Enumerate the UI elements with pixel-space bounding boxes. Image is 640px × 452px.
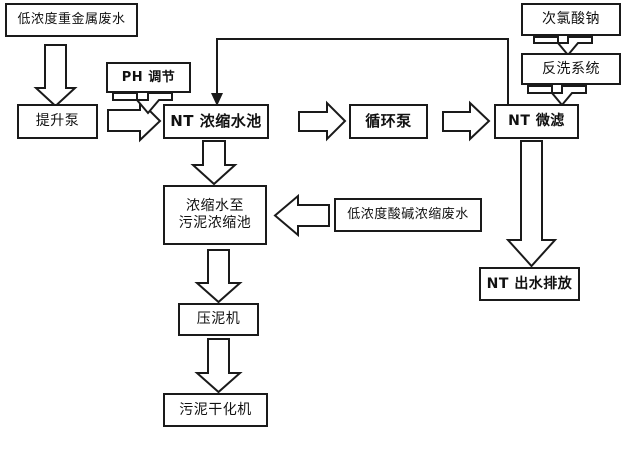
connector-mf-return-to-tank [211, 38, 509, 106]
node-lift-pump[interactable]: 提升泵 [17, 104, 98, 139]
node-sludge-dryer[interactable]: 污泥干化机 [163, 393, 268, 427]
node-ph-adjust[interactable]: PH 调节 [106, 62, 191, 93]
node-nt-microfiltration[interactable]: NT 微滤 [494, 104, 579, 139]
connector-hypochlorite-to-backwash [533, 36, 593, 57]
node-nt-concentrate-tank[interactable]: NT 浓缩水池 [163, 104, 269, 139]
node-raw-wastewater[interactable]: 低浓度重金属废水 [5, 3, 138, 37]
connector-sludge-tank-to-press [194, 249, 243, 304]
node-circulation-pump[interactable]: 循环泵 [349, 104, 428, 139]
connector-press-to-dryer [194, 338, 243, 394]
connector-raw-to-lift-pump [33, 44, 78, 108]
node-sludge-press[interactable]: 压泥机 [178, 303, 259, 336]
node-sodium-hypochlorite[interactable]: 次氯酸钠 [521, 3, 621, 36]
connector-ph-to-tank [112, 92, 173, 115]
connector-circulation-pump-to-mf [442, 100, 491, 142]
connector-tank-to-sludge-tank [190, 140, 238, 186]
connector-tank-to-circulation-pump [298, 100, 347, 142]
node-backwash-system[interactable]: 反洗系统 [521, 53, 621, 85]
node-acid-alkali-concentrate[interactable]: 低浓度酸碱浓缩废水 [334, 198, 482, 232]
connector-backwash-to-mf [527, 85, 587, 107]
node-concentrate-to-sludge-tank[interactable]: 浓缩水至 污泥浓缩池 [163, 185, 267, 245]
node-nt-effluent-discharge[interactable]: NT 出水排放 [479, 267, 580, 301]
connector-mf-to-effluent [505, 140, 558, 268]
connector-acid-alkali-to-sludge-tank [273, 193, 330, 238]
